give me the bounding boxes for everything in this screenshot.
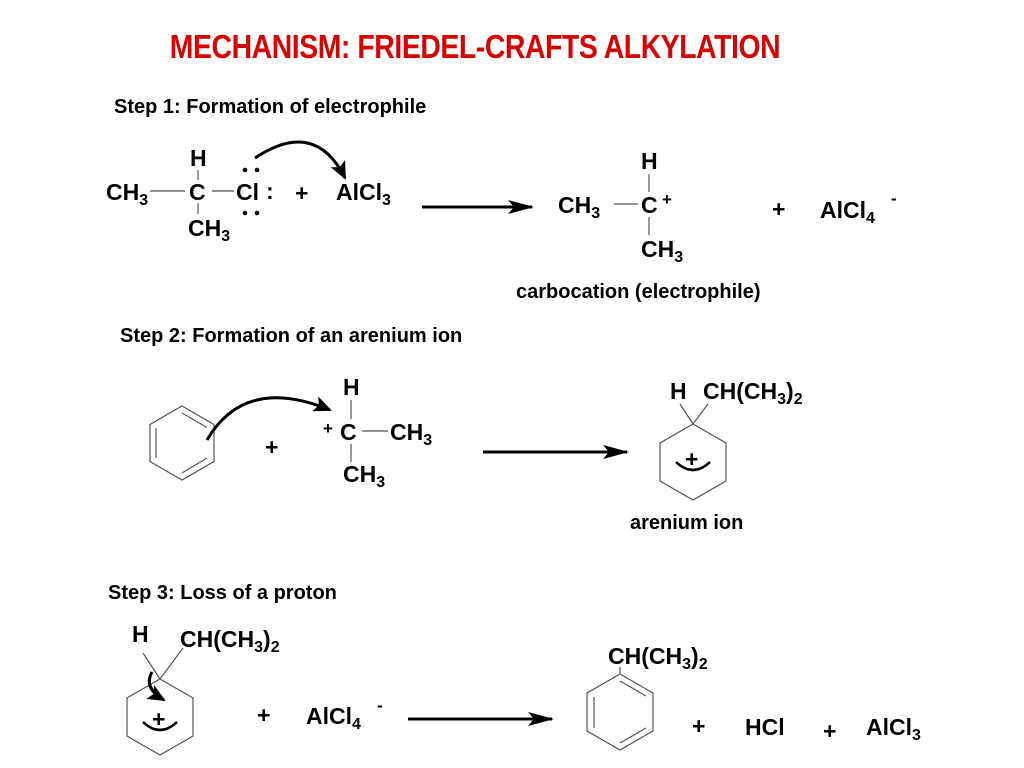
- atom-h: H: [641, 148, 658, 174]
- benzene-ring: [586, 673, 654, 751]
- curved-arrow-icon: [254, 140, 347, 180]
- negative-charge: -: [891, 189, 897, 208]
- plus-sign: +: [257, 702, 271, 728]
- plus-sign: +: [823, 718, 837, 744]
- negative-charge: -: [377, 696, 383, 715]
- atom-c: C: [189, 179, 206, 205]
- atom-h: H: [132, 621, 149, 647]
- base-alcl4: AlCl4: [306, 703, 361, 733]
- catalyst-alcl3: AlCl3: [866, 714, 921, 744]
- step2-label: Step 2: Formation of an arenium ion: [120, 325, 463, 347]
- step3-label: Step 3: Loss of a proton: [108, 582, 337, 604]
- methyl-group: CH3: [343, 461, 386, 491]
- atom-cl: Cl: [236, 179, 259, 205]
- isopropyl-group: CH(CH3)2: [180, 626, 280, 656]
- reagent-alcl3: AlCl3: [336, 179, 391, 209]
- arenium-ring: [126, 678, 194, 756]
- isopropyl-group: CH(CH3)2: [608, 643, 708, 673]
- atom-h: H: [190, 145, 207, 171]
- curved-arrow-icon: [146, 671, 166, 702]
- positive-charge: +: [323, 419, 333, 438]
- step1-label: Step 1: Formation of electrophile: [114, 96, 427, 118]
- hcl: HCl: [745, 714, 785, 740]
- plus-sign: +: [295, 180, 309, 206]
- isopropyl-group: CH(CH3)2: [703, 378, 803, 408]
- slide-title: MECHANISM: FRIEDEL-CRAFTS ALKYLATION: [169, 28, 781, 65]
- carbocation-caption: carbocation (electrophile): [516, 281, 761, 303]
- methyl-group: CH3: [106, 179, 149, 209]
- ring-charge: +: [685, 446, 699, 472]
- plus-sign: +: [265, 434, 279, 460]
- plus-sign: +: [692, 713, 706, 739]
- atom-c: C: [340, 419, 357, 445]
- atom-h: H: [670, 378, 687, 404]
- methyl-group: CH3: [558, 192, 601, 222]
- benzene-ring: [149, 405, 215, 481]
- methyl-group: CH3: [641, 236, 684, 266]
- curved-arrow-icon: [205, 396, 332, 441]
- methyl-group: CH3: [188, 215, 231, 245]
- methyl-group: CH3: [390, 419, 433, 449]
- atom-c: C: [641, 192, 658, 218]
- atom-h: H: [343, 374, 360, 400]
- byproduct-alcl4: AlCl4: [820, 197, 875, 227]
- positive-charge: +: [662, 190, 672, 209]
- arenium-ring: [659, 423, 727, 501]
- arenium-caption: arenium ion: [630, 512, 744, 534]
- ring-charge: +: [152, 706, 166, 732]
- plus-sign: +: [772, 196, 786, 222]
- lone-pair: :: [266, 178, 274, 204]
